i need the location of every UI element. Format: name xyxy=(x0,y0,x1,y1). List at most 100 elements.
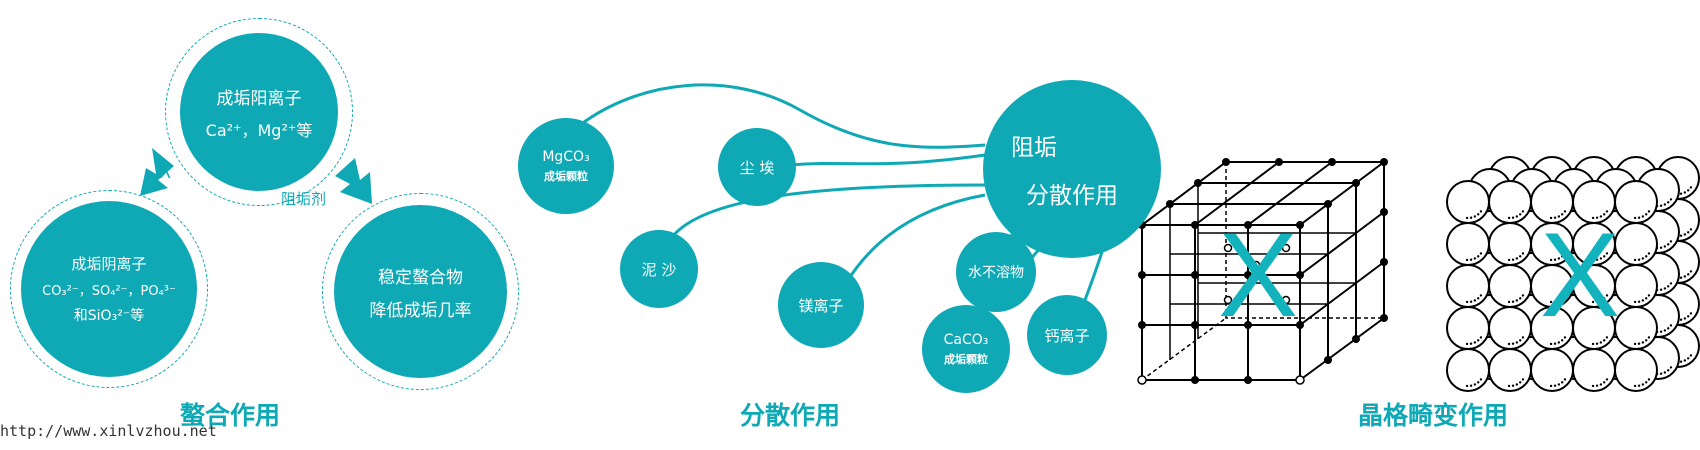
lattice-nodes xyxy=(1138,158,1388,384)
sphere-shading xyxy=(1663,203,1667,206)
node-ca-ion-label: 钙离子 xyxy=(1044,326,1090,345)
sphere-shading xyxy=(1465,384,1469,388)
sphere-shading xyxy=(1591,258,1595,262)
footer-url: http://www.xinlvzhou.net xyxy=(0,422,217,440)
sphere-shading xyxy=(1519,297,1522,300)
sphere xyxy=(1446,180,1490,224)
sphere-shading xyxy=(1687,315,1690,318)
sphere-shading xyxy=(1669,282,1673,285)
sphere-shading xyxy=(1647,294,1651,297)
sphere-shading xyxy=(1521,294,1525,297)
sphere-shading xyxy=(1553,300,1557,303)
cation-circle-title: 成垢阳离子 xyxy=(216,88,302,109)
sphere-shading xyxy=(1669,240,1673,243)
sphere-shading xyxy=(1641,215,1645,218)
dispersion-center-line2: 分散作用 xyxy=(1026,183,1118,209)
sphere-shading xyxy=(1507,300,1511,304)
anion-circle-ions: CO₃²⁻，SO₄²⁻，PO₄³⁻ xyxy=(42,284,176,299)
sphere-shading xyxy=(1479,294,1483,297)
sphere-shading xyxy=(1515,215,1519,218)
sphere-shading xyxy=(1663,245,1667,248)
lattice-open-nodes xyxy=(1137,243,1305,385)
sphere-shading xyxy=(1659,288,1663,291)
chelate-circle: 稳定螯合物 降低成垢几率 xyxy=(334,205,507,378)
sphere-shading xyxy=(1605,378,1609,381)
sphere-shading xyxy=(1595,300,1599,303)
sphere-shading xyxy=(1645,339,1648,342)
sphere-shading xyxy=(1689,186,1693,189)
sphere-shading xyxy=(1659,372,1663,375)
sphere-shading xyxy=(1473,215,1477,218)
sphere-shading xyxy=(1603,297,1606,300)
sphere-shading xyxy=(1553,384,1557,387)
sphere-shading xyxy=(1641,383,1645,386)
sphere-shading xyxy=(1641,257,1645,260)
sphere-shading xyxy=(1667,243,1670,246)
sphere-shading xyxy=(1633,216,1637,220)
sphere xyxy=(1488,222,1532,266)
sphere-shading xyxy=(1605,252,1609,255)
sphere-shading xyxy=(1647,210,1651,213)
lattice-title: 晶格畸变作用 xyxy=(1358,401,1509,430)
sphere-shading xyxy=(1595,216,1599,219)
dispersion-center-circle: 阻垢 分散作用 xyxy=(983,80,1161,258)
sphere-shading xyxy=(1469,384,1473,387)
node-insoluble: 水不溶物 xyxy=(956,232,1036,312)
sphere xyxy=(1614,222,1658,266)
sphere-shading xyxy=(1595,384,1599,387)
sphere-shading xyxy=(1561,297,1564,300)
sphere-shading xyxy=(1479,378,1483,381)
sphere-shading xyxy=(1549,258,1553,262)
left-circle-ring xyxy=(10,190,208,388)
sphere-shading xyxy=(1645,297,1648,300)
sphere-shading xyxy=(1645,213,1648,216)
sphere-shading xyxy=(1465,258,1469,262)
sphere-shading xyxy=(1647,336,1651,339)
sphere-shading xyxy=(1469,216,1473,219)
sphere-shading xyxy=(1591,300,1595,304)
node-mg-ion-label: 镁离子 xyxy=(798,296,844,315)
sphere-shading xyxy=(1549,300,1553,304)
sphere-shading xyxy=(1659,204,1663,207)
sphere-shading xyxy=(1689,354,1693,357)
cation-circle: 成垢阳离子 Ca²⁺，Mg²⁺等 xyxy=(180,33,338,191)
sphere-shading xyxy=(1603,339,1606,342)
sphere xyxy=(1446,222,1490,266)
sphere-shading xyxy=(1667,285,1670,288)
sphere-shading xyxy=(1515,299,1519,302)
sphere-shading xyxy=(1553,342,1557,345)
node-sand: 泥 沙 xyxy=(620,230,698,308)
sphere-shading xyxy=(1647,252,1651,255)
sphere-shading xyxy=(1519,213,1522,216)
sphere xyxy=(1614,348,1658,392)
sphere-shading xyxy=(1477,297,1480,300)
sphere-shading xyxy=(1557,215,1561,218)
sphere-shading xyxy=(1683,317,1687,320)
sphere-shading xyxy=(1519,381,1522,384)
sphere-shading xyxy=(1563,378,1567,381)
sphere-shading xyxy=(1603,255,1606,258)
sphere xyxy=(1530,348,1574,392)
dispersion-title: 分散作用 xyxy=(740,401,841,430)
sphere-shading xyxy=(1563,294,1567,297)
sphere-shading xyxy=(1519,339,1522,342)
anion-circle-title: 成垢阴离子 xyxy=(71,255,147,273)
sphere xyxy=(1614,180,1658,224)
node-dust: 尘 埃 xyxy=(718,128,796,206)
sphere-shading xyxy=(1479,210,1483,213)
sphere-shading xyxy=(1521,252,1525,255)
sphere-shading xyxy=(1591,342,1595,346)
sphere xyxy=(1614,306,1658,350)
sphere-shading xyxy=(1511,384,1515,387)
sphere-shading xyxy=(1603,213,1606,216)
sphere-shading xyxy=(1557,257,1561,260)
sphere-shading xyxy=(1507,384,1511,388)
sphere-shading xyxy=(1599,299,1603,302)
sphere-shading xyxy=(1679,192,1683,195)
sphere-shading xyxy=(1479,252,1483,255)
sphere-shading xyxy=(1683,191,1687,194)
sphere-shading xyxy=(1515,257,1519,260)
sphere-shading xyxy=(1477,339,1480,342)
cation-circle-ions: Ca²⁺，Mg²⁺等 xyxy=(205,120,313,140)
sphere-shading xyxy=(1591,216,1595,220)
